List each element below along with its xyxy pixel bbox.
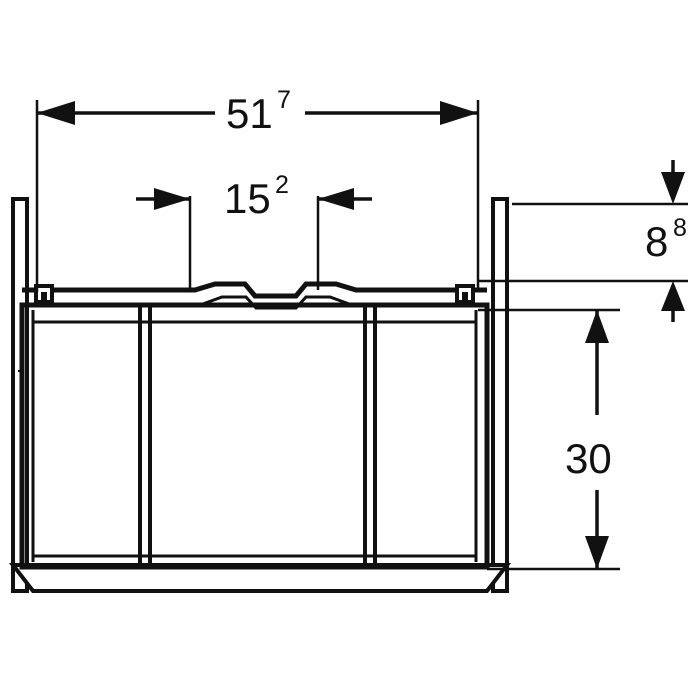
divider-left [138, 306, 152, 566]
right-hinge-bracket [455, 284, 475, 304]
dimension-superscript-top-offset: 8 [673, 214, 687, 242]
dimension-label-overall-width: 51 [226, 90, 273, 137]
arrowhead-inner-left [154, 188, 190, 210]
dimension-label-body-height: 30 [565, 435, 612, 482]
arrowhead-top-up [661, 281, 685, 311]
dimension-handle-recess: 15 2 [136, 171, 372, 290]
dimension-superscript-overall-width: 7 [277, 86, 291, 114]
arrowhead-right [440, 101, 478, 125]
right-side-panel [491, 197, 509, 593]
dimension-label-handle-recess: 15 [224, 175, 271, 222]
dimension-overall-width: 51 7 [35, 86, 480, 292]
arrowhead-left [37, 101, 75, 125]
dimension-label-top-offset: 8 [645, 218, 668, 265]
dimension-top-offset: 8 8 [478, 160, 688, 322]
cabinet-carcass [19, 281, 490, 570]
divider-right [363, 306, 377, 566]
arrowhead-top-down [661, 172, 685, 204]
cabinet-body [8, 197, 512, 593]
handle-groove-recess [22, 281, 487, 299]
dimension-superscript-handle-recess: 2 [275, 171, 289, 199]
arrowhead-body-down [585, 536, 609, 569]
dimension-body-height: 30 [478, 308, 620, 571]
arrowhead-inner-right [318, 188, 354, 210]
left-hinge-bracket [34, 284, 54, 304]
arrowhead-body-up [585, 310, 609, 343]
